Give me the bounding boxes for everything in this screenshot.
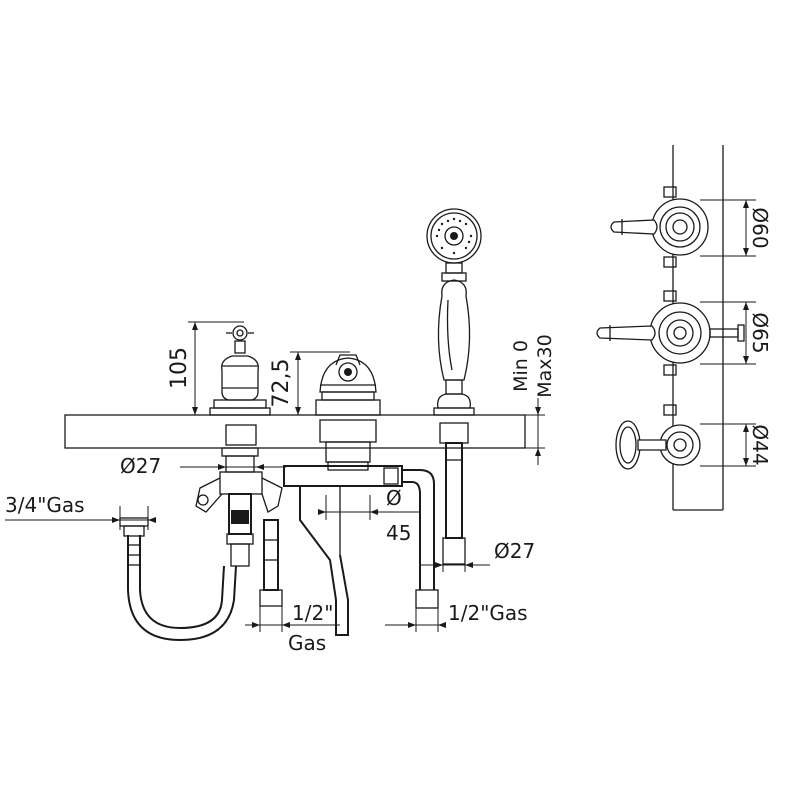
- dim-half-gas-right: [385, 608, 446, 632]
- label-half-gas: 1/2"Gas: [448, 601, 528, 625]
- dim-d27-left: [180, 464, 286, 470]
- top-view-hand-shower: [615, 404, 701, 470]
- label-gas: Gas: [288, 631, 326, 655]
- label-min0: Min 0: [510, 340, 532, 392]
- label-dia-symbol: Ø: [386, 486, 402, 510]
- left-valve: [195, 325, 283, 567]
- top-view: [596, 145, 756, 511]
- label-d65: Ø65: [748, 312, 772, 353]
- top-view-valve-upper: [610, 186, 709, 268]
- dim-d27-right: [420, 550, 490, 572]
- center-valve: [283, 354, 403, 636]
- label-d27-right: Ø27: [494, 539, 535, 563]
- dim-d65: [700, 301, 756, 365]
- dim-d44: [700, 423, 756, 467]
- top-view-valve-middle: [596, 290, 745, 376]
- dim-deck-thickness: [525, 398, 545, 465]
- label-72-5: 72,5: [269, 359, 294, 408]
- dim-half-gas-left: [245, 606, 340, 632]
- deck-plate: [64, 414, 526, 449]
- label-half-inch: 1/2": [292, 601, 333, 625]
- supply-pipe-right: [402, 469, 439, 609]
- supply-pipe-left: [259, 519, 283, 607]
- dim-d45: [318, 495, 420, 520]
- flexible-hose: [119, 517, 237, 642]
- dim-105: [188, 321, 244, 416]
- dim-gas34: [5, 506, 156, 530]
- label-105: 105: [167, 347, 192, 389]
- hand-shower: [426, 208, 482, 565]
- shower-nozzles: [435, 217, 473, 255]
- label-d44: Ø44: [748, 424, 772, 465]
- label-max30: Max30: [534, 334, 556, 397]
- dim-72-5: [290, 351, 350, 415]
- label-d60: Ø60: [748, 207, 772, 248]
- label-gas34: 3/4"Gas: [5, 493, 85, 517]
- dim-d60: [700, 199, 756, 257]
- label-d45: 45: [386, 521, 411, 545]
- label-d27-left: Ø27: [120, 454, 161, 478]
